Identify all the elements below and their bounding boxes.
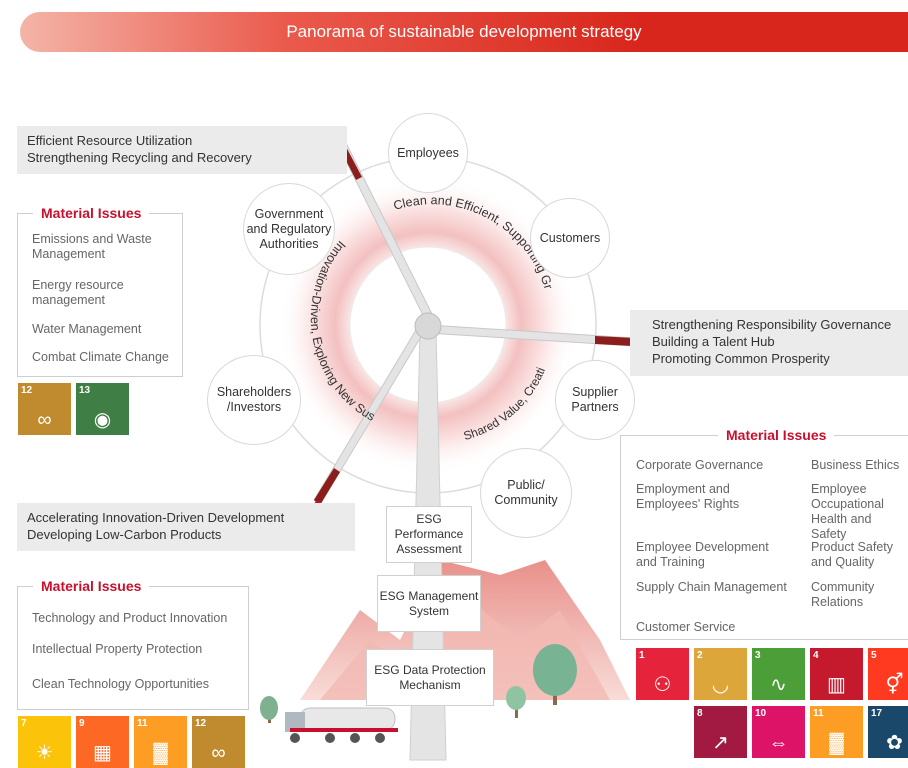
tree-right [533, 644, 577, 705]
gender-icon: ⚥ [885, 674, 904, 696]
material-issue-item: Intellectual Property Protection [32, 642, 203, 656]
sun-icon: ☀ [35, 742, 54, 764]
material-issue-item: Combat Climate Change [32, 350, 169, 364]
heartbeat-icon: ∿ [770, 674, 787, 696]
sdg-number: 11 [813, 708, 824, 719]
material-issue-item: Clean Technology Opportunities [32, 677, 209, 691]
page-banner: Panorama of sustainable development stra… [20, 12, 908, 52]
strategy-line: Promoting Common Prosperity [652, 351, 830, 366]
material-issue-item: Corporate Governance [636, 458, 764, 472]
strategy-box-innovation: Accelerating Innovation-Driven Developme… [17, 503, 355, 551]
sdg-tile-1: 1⚇ [636, 648, 689, 700]
sdg-tile-12: 12 ∞ [192, 716, 245, 768]
sdg-number: 8 [697, 708, 703, 719]
stakeholder-customers: Customers [530, 198, 610, 278]
flower-icon: ✿ [886, 732, 903, 754]
sdg-number: 11 [137, 718, 148, 729]
book-icon: ▥ [827, 674, 846, 696]
stakeholder-public: Public/ Community [480, 448, 572, 538]
sdg-tile-10: 10 ⇔ [752, 706, 805, 758]
sdg-number: 13 [79, 385, 91, 396]
sdg-number: 1 [639, 650, 645, 661]
bowl-icon: ◡ [711, 674, 730, 696]
sdg-tile-13: 13 ◉ [76, 383, 129, 435]
material-issue-item: Water Management [32, 322, 142, 336]
sdg-number: 2 [697, 650, 703, 661]
strategy-line: Developing Low-Carbon Products [27, 527, 222, 542]
sdg-tile-3: 3∿ [752, 648, 805, 700]
material-issue-item: Business Ethics [811, 458, 900, 472]
sdg-tile-4: 4▥ [810, 648, 863, 700]
stakeholder-supplier: Supplier Partners [555, 360, 635, 440]
sdg-tile-12: 12 ∞ [18, 383, 71, 435]
sdg-tile-11: 11 ▓ [810, 706, 863, 758]
sdg-tile-5: 5⚥ [868, 648, 908, 700]
eye-icon: ◉ [93, 409, 112, 431]
sdg-number: 5 [871, 650, 877, 661]
sdg-number: 7 [21, 718, 27, 729]
strategy-line: Building a Talent Hub [652, 334, 775, 349]
sdg-tile-8: 8↗ [694, 706, 747, 758]
sdg-number: 3 [755, 650, 761, 661]
material-issue-item: Energy resource management [32, 278, 124, 307]
material-issues-box-social [620, 435, 908, 640]
stakeholder-employees: Employees [388, 113, 468, 193]
material-issue-item: Employment and Employees' Rights [636, 482, 740, 511]
strategy-box-resource: Efficient Resource Utilization Strengthe… [17, 126, 347, 174]
material-issue-item: Employee Development and Training [636, 540, 769, 569]
material-issue-item: Emissions and Waste Management [32, 232, 152, 261]
material-issues-title: Material Issues [718, 427, 835, 443]
tree-small-right [506, 686, 526, 718]
strategy-line: Accelerating Innovation-Driven Developme… [27, 510, 285, 525]
material-issue-item: Employee Occupational Health and Safety [811, 482, 884, 541]
sdg-number: 12 [21, 385, 33, 396]
cubes-icon: ▦ [93, 742, 112, 764]
growth-icon: ↗ [712, 732, 729, 754]
material-issues-box-innovation [17, 586, 249, 710]
turbine-hub [414, 312, 442, 340]
esg-performance-assessment: ESG Performance Assessment [386, 506, 472, 563]
equality-icon: ⇔ [768, 732, 789, 754]
sdg-number: 4 [813, 650, 819, 661]
stakeholder-shareholders: Shareholders /Investors [207, 355, 301, 445]
sdg-tile-2: 2◡ [694, 648, 747, 700]
stakeholder-government: Government and Regulatory Authorities [243, 183, 335, 275]
sdg-number: 10 [755, 708, 767, 719]
city-icon: ▓ [829, 732, 844, 754]
material-issues-title: Material Issues [33, 205, 150, 221]
tanker-truck [285, 707, 398, 743]
city-icon: ▓ [153, 742, 168, 764]
sdg-number: 9 [79, 718, 85, 729]
strategy-box-governance: Strengthening Responsibility Governance … [630, 310, 908, 376]
sdg-tile-17: 17 ✿ [868, 706, 908, 758]
material-issue-item: Supply Chain Management [636, 580, 787, 594]
strategy-line: Efficient Resource Utilization [27, 133, 193, 148]
sdg-tile-9: 9▦ [76, 716, 129, 768]
infinity-icon: ∞ [211, 742, 226, 764]
strategy-line: Strengthening Recycling and Recovery [27, 150, 252, 165]
esg-management-system: ESG Management System [377, 575, 481, 632]
sdg-tile-11: 11 ▓ [134, 716, 187, 768]
people-icon: ⚇ [653, 674, 672, 696]
material-issue-item: Technology and Product Innovation [32, 611, 228, 625]
material-issues-box-environment [17, 213, 183, 377]
esg-data-protection: ESG Data Protection Mechanism [366, 649, 494, 706]
infinity-icon: ∞ [37, 409, 52, 431]
sdg-number: 17 [871, 708, 883, 719]
tree-left [260, 696, 278, 723]
sdg-tile-7: 7☀ [18, 716, 71, 768]
material-issue-item: Product Safety and Quality [811, 540, 893, 569]
material-issue-item: Customer Service [636, 620, 736, 634]
material-issues-title: Material Issues [33, 578, 150, 594]
material-issue-item: Community Relations [811, 580, 875, 609]
strategy-line: Strengthening Responsibility Governance [652, 317, 892, 332]
sdg-number: 12 [195, 718, 207, 729]
